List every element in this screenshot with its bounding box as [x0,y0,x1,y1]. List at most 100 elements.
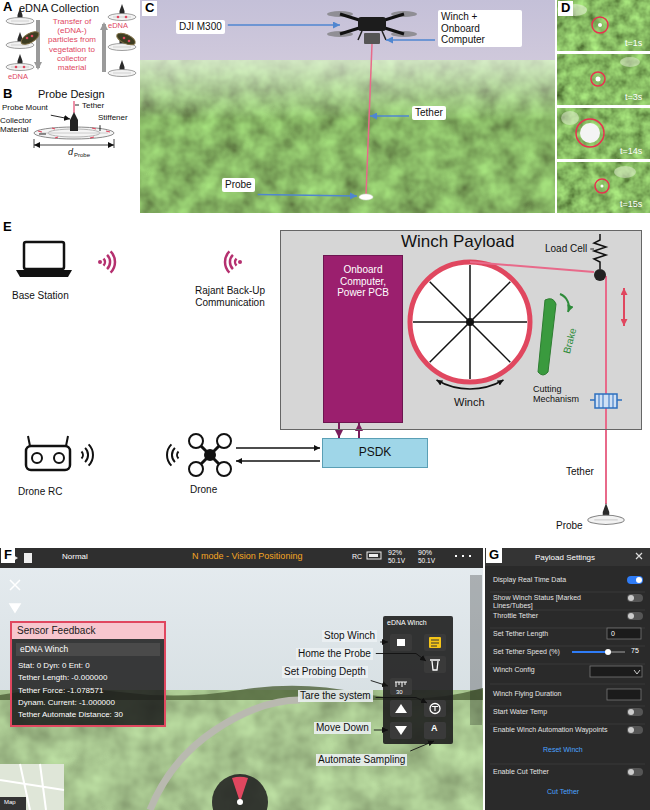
battery-level: 92% [388,549,402,557]
callout-label: Tether [412,106,446,120]
brake-lever [538,294,569,375]
system-schematic [236,460,320,462]
leader-line [380,642,388,643]
drone-photo [358,17,386,31]
leader-line [371,681,388,687]
compass-dial [212,774,268,810]
timestamp: t=1s [625,38,642,48]
canopy-frames [580,123,600,143]
sensor-readout: Sensor Feedback [12,623,164,639]
map-inset [0,764,64,810]
collection-illustration [123,37,126,40]
map-inset [0,797,26,810]
part-label: Probe Mount [2,103,48,112]
canopy-frames [557,108,650,159]
system-schematic [623,288,625,326]
winch-control-panel-art [424,634,446,651]
leader-line [258,195,357,197]
brake-lever [560,294,569,312]
timestamp: t=15s [620,199,642,209]
drone-photo [364,33,380,44]
leader-line [100,125,101,131]
collection-illustration [117,16,120,19]
winch-control-panel-art [383,616,453,744]
box-title: PSDK [359,446,392,460]
winch-control-panel-art [390,700,412,717]
status-text: Normal [62,552,88,561]
leader-line [51,115,70,119]
sensor-readout: Dynam. Current: -1.000000 [12,695,164,707]
drone-icon [189,434,203,448]
computer-box: Onboard Computer, Power PCB [323,255,403,423]
setting-label: Start Water Temp [493,708,547,716]
remote-controller-icon [28,436,68,446]
load-cell-spring [594,234,606,269]
probe-drawing [40,133,108,134]
winch-drum [410,262,530,389]
setting-label: Show Winch Status [Marked Lines/Tubes] [493,594,611,610]
settings-dialog-art [628,709,634,715]
settings-dialog-art [605,649,611,655]
part-label: Drone [190,484,217,496]
app-screenshot [0,548,483,810]
collection-illustration [125,16,128,19]
laptop-icon [24,242,64,269]
settings-dialog-art [485,548,650,810]
battery-voltage: 50.1V [418,557,435,564]
map-inset [0,764,64,810]
part-label: Tether [82,101,104,110]
settings-dialog-art [628,595,634,601]
winch-drum [410,262,530,382]
settings-dialog-art [628,613,634,619]
leader-line [75,105,79,106]
settings-dialog-art [627,708,643,716]
sensor-readout: Tether Length: -0.000000 [12,670,164,682]
canopy-frames [620,57,640,67]
settings-dialog-art [636,553,642,559]
setting-label: Enable Cut Tether [493,768,549,776]
drone-icon [167,444,178,465]
leader-line [374,730,388,731]
canopy-frames [592,17,608,33]
part-label: Stiffener [98,113,128,122]
cutter-coil [590,394,622,408]
setting-label: Set Tether Length [493,630,548,638]
settings-dialog-art [607,689,641,700]
probe-drawing [73,101,75,113]
settings-dialog-art [627,612,643,620]
drone-icon [172,448,175,462]
settings-dialog-art [628,727,634,733]
collection-illustration [6,54,34,71]
compass-dial [237,799,243,805]
winch-control-panel-art [430,660,440,670]
probe-drawing [114,139,115,148]
canopy-frames [557,0,650,213]
action-button: Reset Winch [543,746,583,754]
settings-dialog: Payload SettingsDisplay Real Time DataSh… [485,548,650,810]
part-label: Collector Material [0,116,36,134]
app-screenshot [369,554,378,557]
panel-letter: B [3,87,12,102]
radio-waves [98,251,242,272]
remote-controller-icon [32,453,42,463]
input-value: 0 [611,630,615,638]
remote-controller-icon [82,444,93,465]
battery-level: 90% [418,549,432,557]
callout-label: Tare the system [298,690,373,702]
winch-control-panel: eDNA Winch [383,616,453,744]
canopy-frames [561,111,579,125]
button-text: A [431,723,438,733]
signal-arrow [358,423,360,438]
radio-waves [230,255,233,269]
drone-icon [217,434,231,448]
leader-line [386,39,435,41]
settings-dialog-art [628,769,634,775]
collection-illustration [108,60,136,77]
sensor-readout: Tether Automate Distance: 30 [12,707,164,719]
compass-dial [232,777,248,802]
leader-line [590,249,594,250]
timestamp: t=14s [620,146,642,156]
panel-heading: eDNA Winch [387,619,427,627]
drone-icon [204,449,216,461]
